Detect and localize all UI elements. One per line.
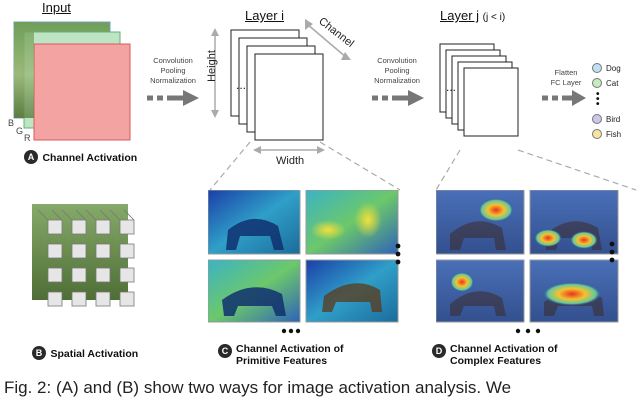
badge-c: C — [218, 344, 232, 358]
ops3-flatten: Flatten — [554, 68, 578, 77]
class-ellipsis: ••• — [596, 89, 600, 110]
ops2-conv: Convolution — [377, 56, 417, 65]
layer-j-title-wrap: Layer j (j < i) — [440, 8, 505, 23]
height-label: Height — [205, 50, 218, 82]
arrow-3-icon — [542, 90, 586, 106]
badge-a: A — [24, 149, 38, 164]
class-dot — [592, 114, 602, 124]
channel-letter-r: R — [24, 133, 31, 143]
class-cat: Cat — [592, 78, 618, 88]
class-fish: Fish — [592, 129, 621, 139]
badge-d: D — [432, 344, 446, 358]
class-dog: Dog — [592, 63, 621, 73]
width-label: Width — [276, 155, 305, 167]
ops2-pool: Pooling — [384, 66, 410, 75]
panel-c-line2: Primitive Features — [236, 355, 328, 367]
ops1-norm: Normalization — [150, 76, 196, 85]
panel-c-line1: Channel Activation of — [236, 343, 344, 355]
panel-c-label: C Channel Activation of Primitive Featur… — [218, 343, 344, 367]
zoom-connectors — [209, 141, 637, 191]
complex-feature-maps — [436, 190, 619, 334]
ops1-conv: Convolution — [153, 56, 193, 65]
layer-i-ellipsis: ... — [236, 78, 247, 92]
layer-i-stack — [211, 19, 351, 154]
layer-i-title: Layer i — [245, 8, 285, 23]
spatial-activation-figure — [32, 204, 135, 307]
heatmap-d3 — [436, 259, 525, 323]
layer-j-stack — [439, 43, 519, 137]
layer-j-title: Layer j — [440, 8, 480, 23]
class-dot — [592, 63, 602, 73]
class-dot — [592, 78, 602, 88]
figure-caption: Fig. 2: (A) and (B) show two ways for im… — [4, 378, 512, 397]
arrow-1-icon — [147, 90, 199, 106]
ops3-fc: FC Layer — [550, 78, 582, 87]
panel-b-label: B Spatial Activation — [32, 344, 138, 362]
ops2-norm: Normalization — [374, 76, 420, 85]
red-channel — [33, 43, 131, 141]
panel-b-text: Spatial Activation — [50, 348, 139, 360]
primitive-feature-maps — [208, 190, 401, 334]
class-dot — [592, 129, 602, 139]
channel-letter-b: B — [8, 118, 15, 128]
badge-b: B — [32, 345, 46, 360]
panel-d-line1: Channel Activation of — [450, 343, 558, 355]
panel-d-label: D Channel Activation of Complex Features — [432, 343, 558, 367]
channel-letter-g: G — [16, 126, 24, 136]
input-channel-stack — [13, 21, 131, 141]
ops1-pool: Pooling — [160, 66, 186, 75]
input-title: Input — [42, 0, 71, 15]
layer-j-suffix: (j < i) — [482, 12, 506, 23]
arrow-2-icon — [372, 90, 424, 106]
panel-a-label: A Channel Activation — [24, 148, 137, 166]
panel-a-text: Channel Activation — [42, 152, 138, 164]
class-bird: Bird — [592, 114, 620, 124]
panel-d-line2: Complex Features — [450, 355, 542, 367]
layer-j-ellipsis: ... — [446, 80, 457, 94]
